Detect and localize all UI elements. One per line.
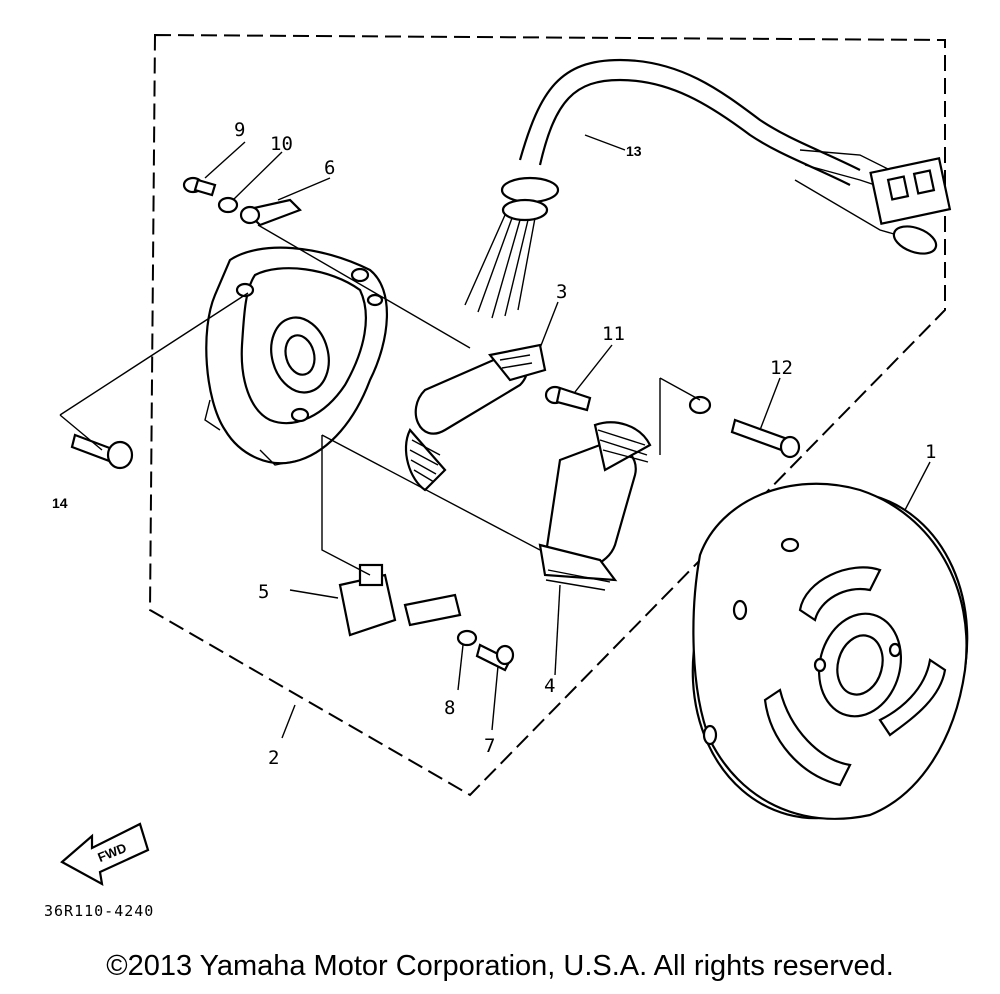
callout-2: 2 [268,747,279,769]
callout-10: 10 [270,133,293,155]
screw-7 [475,643,515,672]
copyright-notice: ©2013 Yamaha Motor Corporation, U.S.A. A… [106,950,894,982]
callout-1: 1 [925,441,936,463]
part-number: 36R110-4240 [44,902,155,920]
callout-5: 5 [258,581,269,603]
stator-base-plate [204,246,388,466]
washer-8 [456,629,478,647]
screw-12 [688,395,801,459]
coil-3 [405,343,547,492]
callout-9: 9 [234,119,245,141]
callout-7: 7 [484,735,495,757]
fwd-arrow-icon: FWD [60,822,150,887]
assembly-boundary [148,33,946,797]
leader-lines [59,134,931,739]
callout-6: 6 [324,157,335,179]
callout-4: 4 [544,675,555,697]
coil-4 [538,421,652,591]
callout-8: 8 [444,697,455,719]
screw-14 [70,433,134,470]
callout-13: 13 [626,143,642,159]
callout-3: 3 [556,281,567,303]
callout-14: 14 [52,495,68,511]
screw-11 [544,385,592,412]
callout-12: 12 [770,357,793,379]
clamp-6 [239,198,302,227]
flywheel-rotor [691,482,969,820]
screw-9 [182,176,217,197]
pulser-coil-5 [338,563,462,637]
wire-harness [464,58,952,319]
callout-11: 11 [602,323,625,345]
washer-10 [217,196,239,214]
